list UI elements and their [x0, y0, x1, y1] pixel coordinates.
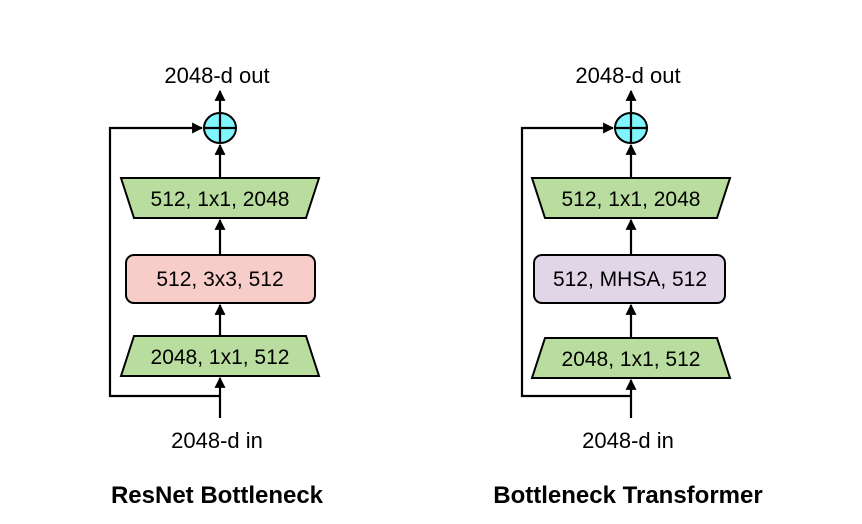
resnet-block-top-label: 512, 1x1, 2048	[151, 188, 290, 211]
botnet-input-label: 2048-d in	[582, 428, 674, 453]
resnet-title: ResNet Bottleneck	[111, 482, 324, 509]
botnet-title: Bottleneck Transformer	[493, 482, 762, 509]
resnet-input-label: 2048-d in	[171, 428, 263, 453]
resnet-bottleneck-diagram: 2048-d out 512, 1x1, 2048 512, 3x3, 512	[108, 63, 324, 509]
resnet-add-node	[203, 112, 237, 144]
resnet-block-bottom-label: 2048, 1x1, 512	[151, 346, 290, 369]
botnet-block-middle-label: 512, MHSA, 512	[553, 268, 707, 291]
resnet-block-bottom: 2048, 1x1, 512	[119, 335, 321, 377]
resnet-skip-connection	[108, 122, 220, 398]
resnet-block-top: 512, 1x1, 2048	[119, 177, 321, 219]
botnet-block-top: 512, 1x1, 2048	[530, 177, 732, 219]
botnet-block-bottom: 2048, 1x1, 512	[530, 337, 732, 379]
botnet-output-label: 2048-d out	[575, 63, 680, 88]
botnet-skip-connection	[520, 122, 631, 398]
botnet-block-bottom-label: 2048, 1x1, 512	[562, 348, 701, 371]
botnet-add-node	[614, 112, 648, 144]
botnet-block-middle: 512, MHSA, 512	[533, 254, 726, 304]
resnet-output-label: 2048-d out	[164, 63, 269, 88]
botnet-bottleneck-diagram: 2048-d out 512, 1x1, 2048 512, MHSA, 512…	[493, 63, 762, 509]
resnet-block-middle-label: 512, 3x3, 512	[156, 268, 283, 291]
resnet-block-middle: 512, 3x3, 512	[125, 254, 316, 304]
botnet-block-top-label: 512, 1x1, 2048	[562, 188, 701, 211]
